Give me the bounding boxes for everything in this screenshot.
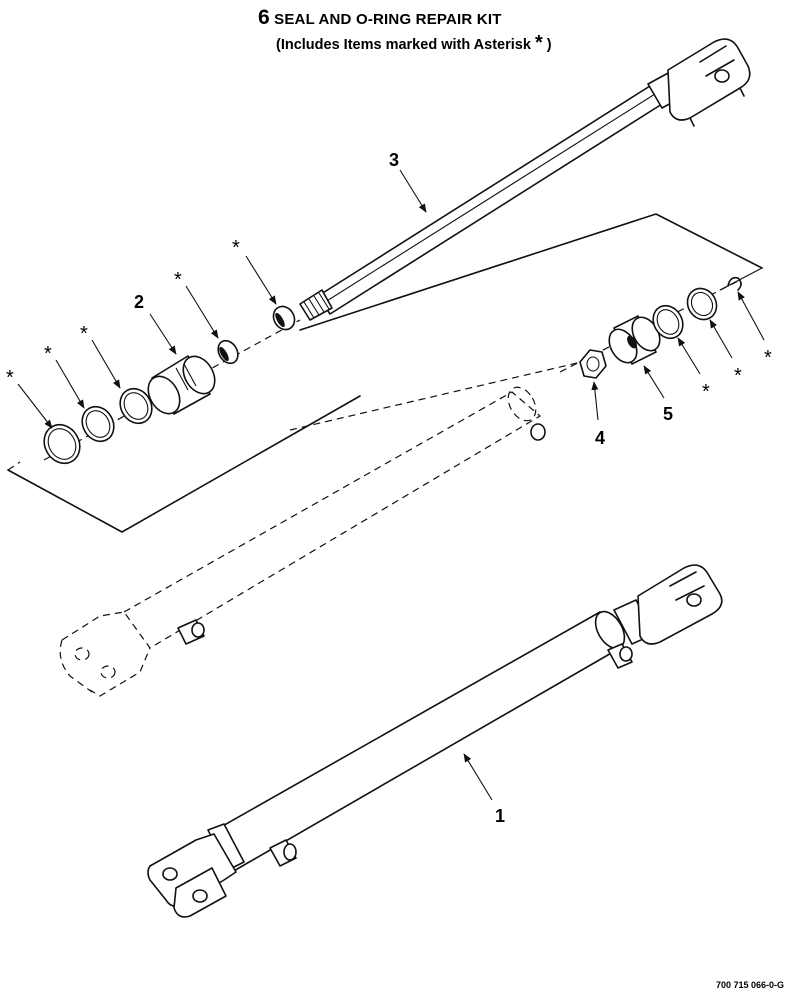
phantom-barrel [59,386,546,697]
kit-title-text: SEAL AND O-RING REPAIR KIT [274,11,502,28]
asterisk-marker: * [734,365,742,387]
callout-item-1: 1 [495,806,505,826]
asterisk-marker: * [702,381,710,403]
kit-subtitle-suffix: ) [546,37,552,53]
callout-item-3: 3 [389,150,399,170]
drawing-number: 700 715 066-0-G [715,980,784,990]
kit-subtitle: (Includes Items marked with Asterisk * ) [276,32,552,55]
kit-subtitle-prefix: (Includes Items marked with Asterisk [276,37,531,53]
asterisk-marker: * [44,343,52,365]
cylinder-assembly-part [147,564,723,918]
callout-item-4: 4 [595,428,605,448]
leader-lines [17,169,765,801]
asterisk-marker: * [6,367,14,389]
callout-item-2: 2 [134,292,144,312]
callout-item-5: 5 [663,404,673,424]
left-seal-group [43,305,296,465]
kit-subtitle-asterisk: * [534,32,543,54]
piston-rod-part [299,38,751,321]
right-seal-group [579,276,742,379]
kit-title: 6 SEAL AND O-RING REPAIR KIT [258,6,502,30]
kit-item-number: 6 [258,6,270,29]
asterisk-marker: * [174,269,182,291]
asterisk-marker: * [80,323,88,345]
asterisk-marker: * [764,347,772,369]
asterisk-marker: * [232,237,240,259]
